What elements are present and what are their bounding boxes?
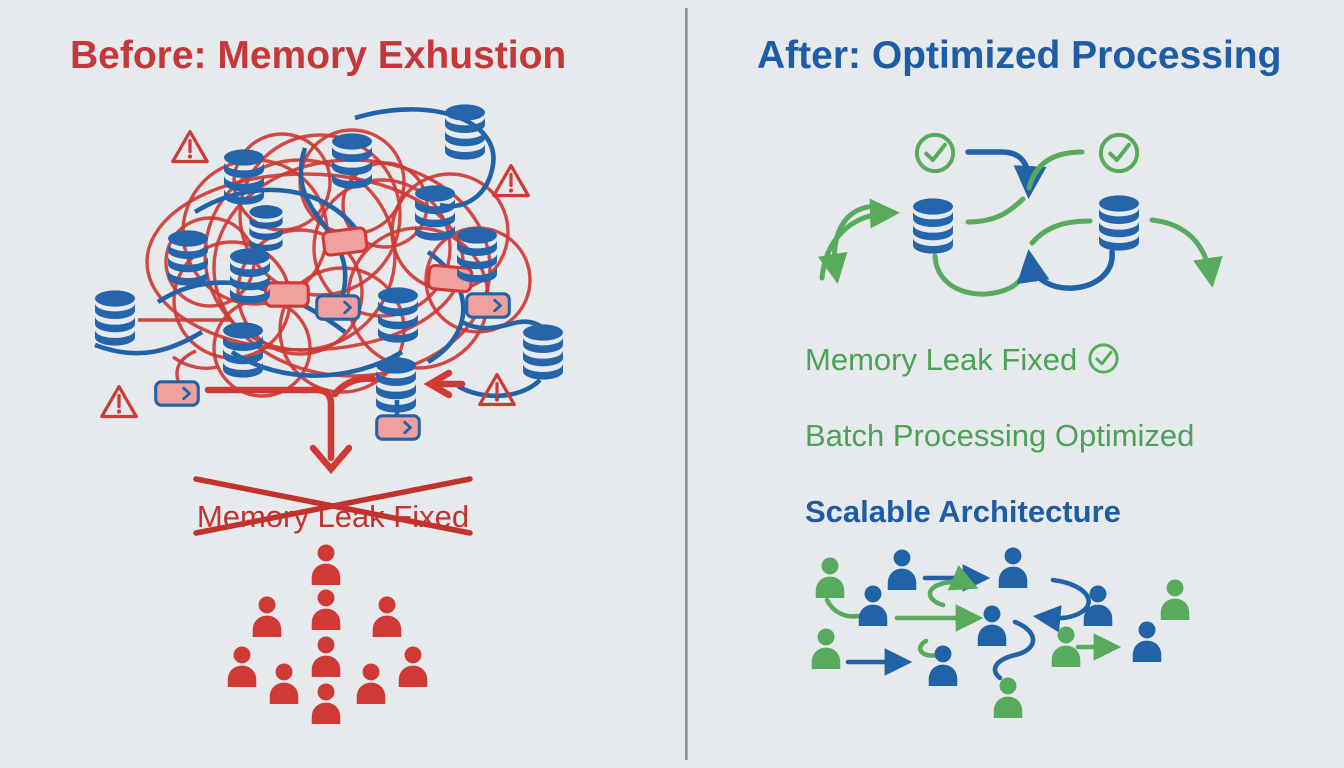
status-line-memory-leak: Memory Leak Fixed [805,342,1077,377]
queue-box-icon [465,292,511,319]
before-title: Before: Memory Exhustion [70,34,566,77]
panel-divider [685,8,688,760]
cross-stroke [193,476,473,536]
crossed-out-label: Memory Leak Fixed [193,476,473,536]
status-line-batch-processing: Batch Processing Optimized [805,418,1194,453]
queue-box-icon [315,294,361,321]
scalable-user-network [811,547,1190,718]
before-panel: Before: Memory Exhustion [70,34,566,724]
queue-box-icon [154,380,200,407]
status-lines: Memory Leak Fixed Batch Processing Optim… [805,342,1194,529]
after-title: After: Optimized Processing [757,34,1281,77]
queue-box-icon [375,414,421,441]
queue-box-icon [320,225,370,258]
after-panel: After: Optimized Processing Memory Leak … [757,34,1281,718]
optimized-flow [817,132,1223,297]
status-line-scalable-architecture: Scalable Architecture [805,494,1121,529]
failure-arrow [204,369,466,474]
queue-box-icon [264,281,310,308]
